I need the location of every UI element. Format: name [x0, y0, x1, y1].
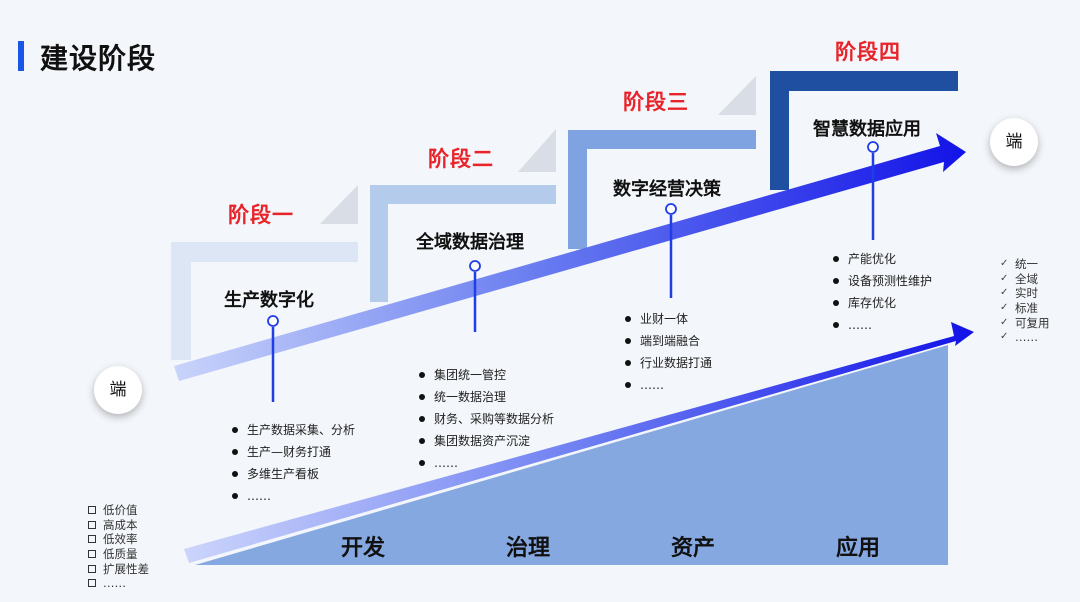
upper-arrow [174, 133, 966, 381]
lower-arrow [184, 322, 974, 563]
list-item: …… [831, 314, 932, 336]
step-bracket-2 [370, 185, 556, 302]
stage-label-3: 阶段三 [623, 90, 689, 114]
list-item: 统一 [1000, 257, 1050, 272]
list-item: 集团数据资产沉淀 [417, 430, 554, 452]
stage-label-2: 阶段二 [428, 147, 494, 171]
step-name-1: 生产数字化 [224, 290, 314, 311]
list-item: …… [1000, 330, 1050, 345]
list-item: 业财一体 [623, 308, 712, 330]
stage-2-items: 集团统一管控 统一数据治理 财务、采购等数据分析 集团数据资产沉淀 …… [417, 364, 554, 474]
base-triangle [195, 345, 948, 565]
step-triangle-3 [718, 76, 756, 115]
step-bracket-4 [770, 71, 958, 190]
phase-label-4: 应用 [836, 536, 881, 561]
connector-1 [267, 315, 279, 402]
stage-label-4: 阶段四 [835, 40, 901, 64]
list-item: 设备预测性维护 [831, 270, 932, 292]
stage-3-items: 业财一体 端到端融合 行业数据打通 …… [623, 308, 712, 396]
list-item: 低质量 [88, 547, 149, 562]
list-item: 统一数据治理 [417, 386, 554, 408]
list-item: 生产—财务打通 [230, 441, 355, 463]
stage-4-items: 产能优化 设备预测性维护 库存优化 …… [831, 248, 932, 336]
list-item: 低价值 [88, 503, 149, 518]
step-name-4: 智慧数据应用 [813, 119, 921, 140]
list-item: 实时 [1000, 286, 1050, 301]
problems-list: 低价值 高成本 低效率 低质量 扩展性差 …… [88, 503, 149, 591]
stage-1-items: 生产数据采集、分析 生产—财务打通 多维生产看板 …… [230, 419, 355, 507]
phase-label-1: 开发 [341, 536, 386, 561]
list-item: 财务、采购等数据分析 [417, 408, 554, 430]
connector-2 [469, 260, 481, 332]
step-name-2: 全域数据治理 [416, 232, 524, 253]
benefits-list: 统一 全域 实时 标准 可复用 …… [1000, 257, 1050, 345]
phase-label-3: 资产 [671, 536, 716, 561]
list-item: …… [88, 576, 149, 591]
page-title: 建设阶段 [40, 42, 157, 75]
list-item: 集团统一管控 [417, 364, 554, 386]
list-item: 扩展性差 [88, 562, 149, 577]
list-item: …… [230, 485, 355, 507]
list-item: 低效率 [88, 532, 149, 547]
list-item: 行业数据打通 [623, 352, 712, 374]
start-node: 端 [94, 366, 142, 414]
list-item: 生产数据采集、分析 [230, 419, 355, 441]
list-item: 产能优化 [831, 248, 932, 270]
list-item: 高成本 [88, 518, 149, 533]
step-bracket-3 [568, 130, 756, 249]
phase-label-2: 治理 [506, 536, 551, 561]
connector-4 [867, 141, 879, 240]
list-item: 多维生产看板 [230, 463, 355, 485]
step-bracket-1 [171, 242, 358, 360]
step-name-3: 数字经营决策 [613, 179, 721, 200]
step-triangle-1 [320, 185, 358, 224]
list-item: 全域 [1000, 272, 1050, 287]
list-item: …… [623, 374, 712, 396]
stage-label-1: 阶段一 [228, 203, 294, 227]
end-node: 端 [990, 118, 1038, 166]
list-item: 端到端融合 [623, 330, 712, 352]
step-triangle-2 [518, 129, 556, 172]
list-item: 标准 [1000, 301, 1050, 316]
list-item: …… [417, 452, 554, 474]
connector-3 [665, 203, 677, 298]
title-accent-bar [18, 41, 24, 71]
list-item: 可复用 [1000, 316, 1050, 331]
list-item: 库存优化 [831, 292, 932, 314]
